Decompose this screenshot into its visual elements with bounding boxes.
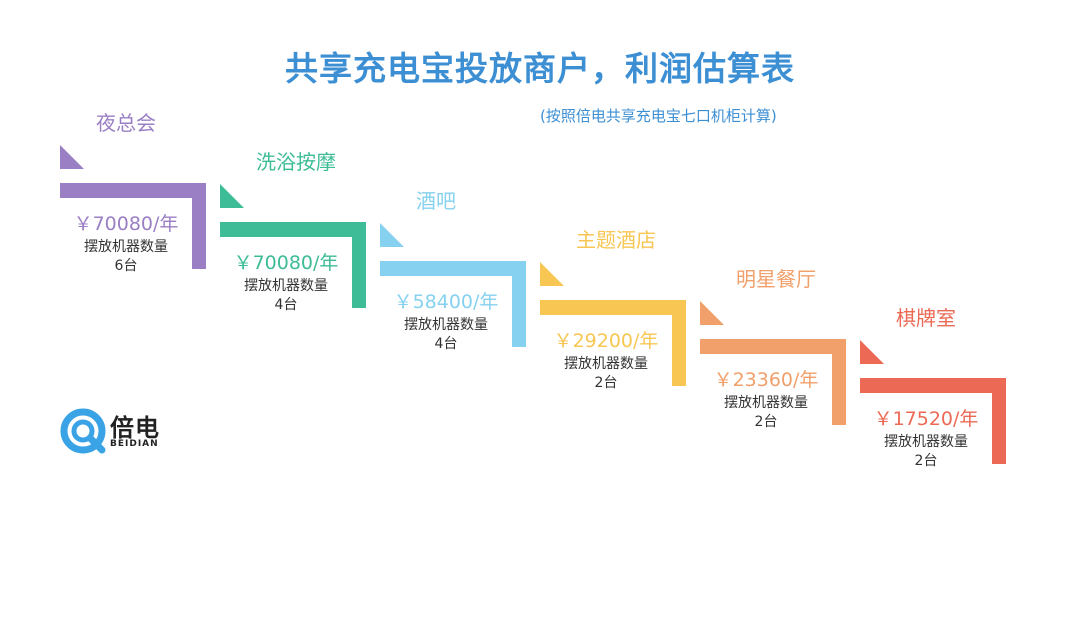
- step-bar-vertical: [512, 261, 526, 347]
- profit-amount: ￥17520/年: [873, 408, 979, 430]
- step-bar-horizontal: [220, 222, 366, 237]
- machine-count: 2台: [754, 414, 778, 430]
- page-subtitle: (按照倍电共享充电宝七口机柜计算): [540, 107, 777, 125]
- step-bar: 酒吧 ￥58400/年 摆放机器数量 4台: [380, 189, 526, 513]
- logo-text-cn: 倍电: [110, 414, 160, 442]
- logo-text-en: BEIDIAN: [110, 439, 159, 449]
- step-bath-massage: 洗浴按摩 ￥70080/年 摆放机器数量 4台: [220, 150, 366, 474]
- step-theme-hotel: 主题酒店 ￥29200/年 摆放机器数量 2台: [540, 228, 686, 552]
- profit-amount: ￥70080/年: [73, 213, 179, 235]
- profit-amount: ￥29200/年: [553, 330, 659, 352]
- machine-count: 2台: [914, 453, 938, 469]
- step-marker: [860, 340, 884, 364]
- page-title: 共享充电宝投放商户，利润估算表: [285, 49, 795, 88]
- step-bar-vertical: [672, 300, 686, 386]
- step-bar-vertical: [832, 339, 846, 425]
- merchant-name: 主题酒店: [576, 228, 656, 252]
- machine-count-label: 摆放机器数量: [84, 239, 168, 255]
- merchant-name: 酒吧: [416, 189, 456, 213]
- profit-amount: ￥23360/年: [713, 369, 819, 391]
- machine-count-label: 摆放机器数量: [244, 278, 328, 294]
- step-bar-vertical: [192, 183, 206, 269]
- step-marker: [60, 145, 84, 169]
- step-bar-vertical: [992, 378, 1006, 464]
- machine-count-label: 摆放机器数量: [884, 434, 968, 450]
- merchant-name: 明星餐厅: [736, 267, 816, 291]
- step-marker: [220, 184, 244, 208]
- merchant-name: 洗浴按摩: [256, 150, 336, 174]
- step-bar-horizontal: [860, 378, 1006, 393]
- step-bar-horizontal: [380, 261, 526, 276]
- step-marker: [380, 223, 404, 247]
- merchant-name: 夜总会: [96, 111, 156, 135]
- machine-count: 4台: [274, 297, 298, 313]
- step-bar-vertical: [352, 222, 366, 308]
- step-marker: [540, 262, 564, 286]
- profit-amount: ￥70080/年: [233, 252, 339, 274]
- profit-amount: ￥58400/年: [393, 291, 499, 313]
- machine-count: 4台: [434, 336, 458, 352]
- merchant-name: 棋牌室: [896, 306, 956, 330]
- beidian-logo-icon: [60, 408, 106, 454]
- machine-count-label: 摆放机器数量: [724, 395, 808, 411]
- machine-count: 6台: [114, 258, 138, 274]
- step-star-restaurant: 明星餐厅 ￥23360/年 摆放机器数量 2台: [700, 267, 846, 591]
- beidian-logo: 倍电 BEIDIAN: [60, 406, 190, 456]
- machine-count-label: 摆放机器数量: [404, 317, 488, 333]
- step-bar-horizontal: [700, 339, 846, 354]
- step-nightclub: 夜总会 ￥70080/年 摆放机器数量 6台: [60, 111, 206, 435]
- step-bar-horizontal: [60, 183, 206, 198]
- step-marker: [700, 301, 724, 325]
- machine-count: 2台: [594, 375, 618, 391]
- machine-count-label: 摆放机器数量: [564, 356, 648, 372]
- step-bar-horizontal: [540, 300, 686, 315]
- step-chess-room: 棋牌室 ￥17520/年 摆放机器数量 2台: [860, 306, 1006, 630]
